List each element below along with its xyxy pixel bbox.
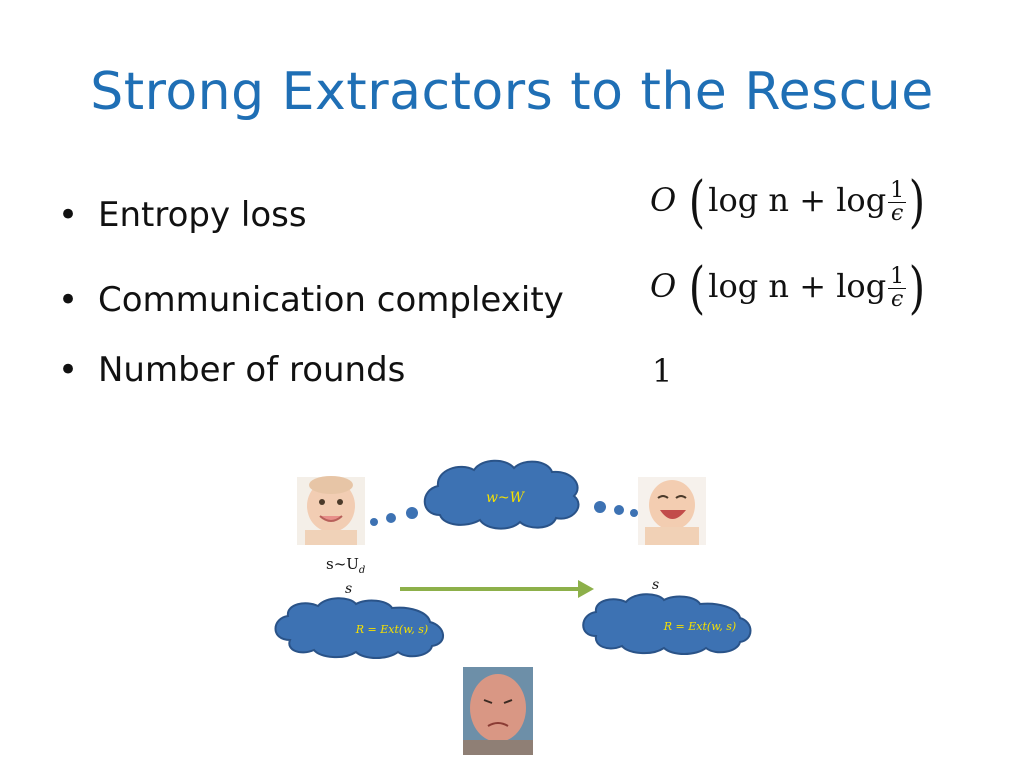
baby-right-avatar [638,477,706,545]
bullet-number-of-rounds: • Number of rounds [58,350,405,390]
bullet-label: Number of rounds [98,350,406,390]
big-o: O [650,181,677,219]
cloud-right: R = Ext(w, s) [582,593,752,655]
left-paren: ( [689,169,706,235]
big-o: O [650,267,677,305]
thought-dots-left [370,507,418,526]
rounds-value: 1 [652,352,673,390]
cloud-left-text: R = Ext(w, s) [355,623,428,636]
cloud-top: w~W [423,459,580,530]
log-expression: log n + log [708,181,887,219]
right-seed-label: s [652,577,660,593]
cloud-left: R = Ext(w, s) [274,597,444,659]
bullet-label: Communication complexity [98,280,564,320]
bullet-communication-complexity: • Communication complexity [58,280,564,320]
right-paren: ) [908,169,926,235]
bullet-label: Entropy loss [98,195,307,235]
log-expression: log n + log [708,267,887,305]
bullet-dot: • [58,280,79,320]
thought-dots-right [594,501,638,517]
seed-sample-text: s~U [326,555,359,573]
slide-title: Strong Extractors to the Rescue [90,62,934,122]
left-paren: ( [689,255,706,321]
cloud-right-text: R = Ext(w, s) [663,620,736,633]
seed-sample-subscript: d [358,565,366,576]
baby-bottom-avatar [463,667,533,755]
arrow-right [400,580,594,598]
bullet-entropy-loss: • Entropy loss [58,195,307,235]
bullet-dot: • [58,350,79,390]
bullet-dot: • [58,195,79,235]
left-seed-label: s [345,581,353,597]
cloud-top-text: w~W [486,490,526,506]
right-paren: ) [908,255,926,321]
left-seed-sample: s~Ud [326,555,365,576]
baby-left-avatar [297,476,365,545]
